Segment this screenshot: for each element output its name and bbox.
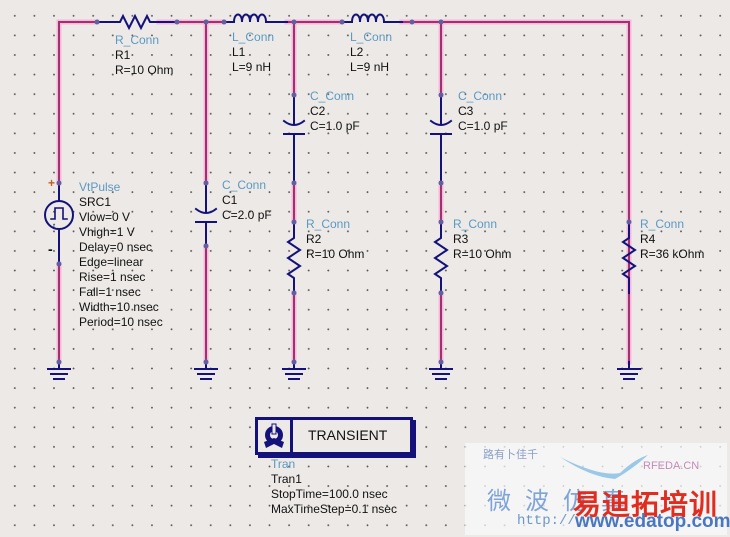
source-minus-sign: -	[48, 241, 53, 257]
c1-capacitor-icon	[194, 182, 218, 247]
component-name: L2	[350, 45, 364, 59]
source-param: Vhigh=1 V	[79, 225, 135, 239]
pulse-source-icon	[44, 200, 74, 230]
l1-inductor-icon	[223, 13, 288, 23]
source-param: Delay=0 nsec	[79, 240, 153, 254]
source-param: Width=10 nsec	[79, 300, 159, 314]
r1-label[interactable]: R_Conn R1 R=10 Ohm	[115, 33, 173, 78]
component-value: L=9 nH	[350, 60, 390, 74]
svg-text:t: t	[53, 222, 56, 231]
watermark-text: 路有卜佳千	[483, 449, 538, 461]
wires-core	[58, 21, 630, 363]
c2-label[interactable]: C_Conn C2 C=1.0 pF	[310, 89, 360, 134]
transient-controller[interactable]: TRANSIENT	[255, 417, 413, 455]
component-value: C=1.0 pF	[458, 119, 508, 133]
component-name: R2	[306, 232, 322, 246]
component-name: C3	[458, 104, 474, 118]
pin-dots	[56, 19, 632, 365]
component-value: C=1.0 pF	[310, 119, 360, 133]
component-type: L_Conn	[232, 30, 275, 44]
source-param: Vlow=0 V	[79, 210, 131, 224]
watermark-url-prefix: http://	[517, 513, 576, 529]
r2-resistor-icon	[286, 221, 302, 294]
component-type: R_Conn	[640, 217, 685, 231]
source-param: Edge=linear	[79, 255, 144, 269]
r3-resistor-icon	[433, 221, 449, 294]
sim-param: StopTime=100.0 nsec	[271, 487, 388, 501]
component-name: L1	[232, 45, 246, 59]
component-value: L=9 nH	[232, 60, 272, 74]
c2-capacitor-icon	[282, 94, 306, 184]
c1-label[interactable]: C_Conn C1 C=2.0 pF	[222, 178, 272, 223]
component-type: VtPulse	[79, 180, 121, 194]
component-name: C2	[310, 104, 326, 118]
r4-resistor-icon	[621, 221, 637, 294]
source-label[interactable]: VtPulse SRC1 Vlow=0 V Vhigh=1 V Delay=0 …	[79, 180, 163, 330]
ground-icons	[47, 361, 641, 380]
component-name: R1	[115, 48, 131, 62]
component-type: L_Conn	[350, 30, 393, 44]
watermark-url: www.edatop.com	[575, 511, 730, 532]
component-type: Tran	[271, 457, 296, 471]
component-type: R_Conn	[306, 217, 351, 231]
component-value: C=2.0 pF	[222, 208, 272, 222]
component-type: C_Conn	[222, 178, 267, 192]
component-name: R4	[640, 232, 656, 246]
simulation-gear-icon	[258, 420, 293, 452]
c3-capacitor-icon	[429, 94, 453, 184]
component-type: R_Conn	[453, 217, 498, 231]
watermark-cn-red: 易迪拓培训	[573, 489, 719, 520]
bird-logo-icon	[560, 455, 648, 479]
watermark-cn: 微波仿真	[487, 487, 639, 515]
controller-title: TRANSIENT	[308, 427, 388, 443]
component-value: R=10 Ohm	[306, 247, 365, 261]
component-value: R=36 kOhm	[640, 247, 705, 261]
l2-inductor-icon	[341, 13, 403, 23]
component-name: Tran1	[271, 472, 302, 486]
source-param: Period=10 nsec	[79, 315, 163, 329]
source-param: Rise=1 nsec	[79, 270, 146, 284]
transient-label[interactable]: Tran Tran1 StopTime=100.0 nsec MaxTimeSt…	[271, 457, 397, 517]
component-name: SRC1	[79, 195, 112, 209]
source-param: Fall=1 nsec	[79, 285, 141, 299]
component-type: R_Conn	[115, 33, 160, 47]
component-name: R3	[453, 232, 469, 246]
sim-param: MaxTimeStep=0.1 nsec	[271, 502, 397, 516]
r1-resistor-icon	[96, 13, 178, 31]
l2-label[interactable]: L_Conn L2 L=9 nH	[350, 30, 392, 75]
r4-label[interactable]: R_Conn R4 R=36 kOhm	[640, 217, 704, 262]
component-value: R=10 Ohm	[115, 63, 174, 77]
watermark: 路有卜佳千 RFEDA.CN 微波仿真 易迪拓培训 http:// www.ed…	[465, 443, 730, 535]
r3-label[interactable]: R_Conn R3 R=10 Ohm	[453, 217, 511, 262]
r2-label[interactable]: R_Conn R2 R=10 Ohm	[306, 217, 364, 262]
component-type: C_Conn	[458, 89, 503, 103]
component-type: C_Conn	[310, 89, 355, 103]
component-value: R=10 Ohm	[453, 247, 512, 261]
component-name: C1	[222, 193, 238, 207]
source-plus-sign: +	[48, 176, 56, 190]
l1-label[interactable]: L_Conn L1 L=9 nH	[232, 30, 274, 75]
watermark-brand: RFEDA.CN	[643, 460, 700, 472]
c3-label[interactable]: C_Conn C3 C=1.0 pF	[458, 89, 508, 134]
